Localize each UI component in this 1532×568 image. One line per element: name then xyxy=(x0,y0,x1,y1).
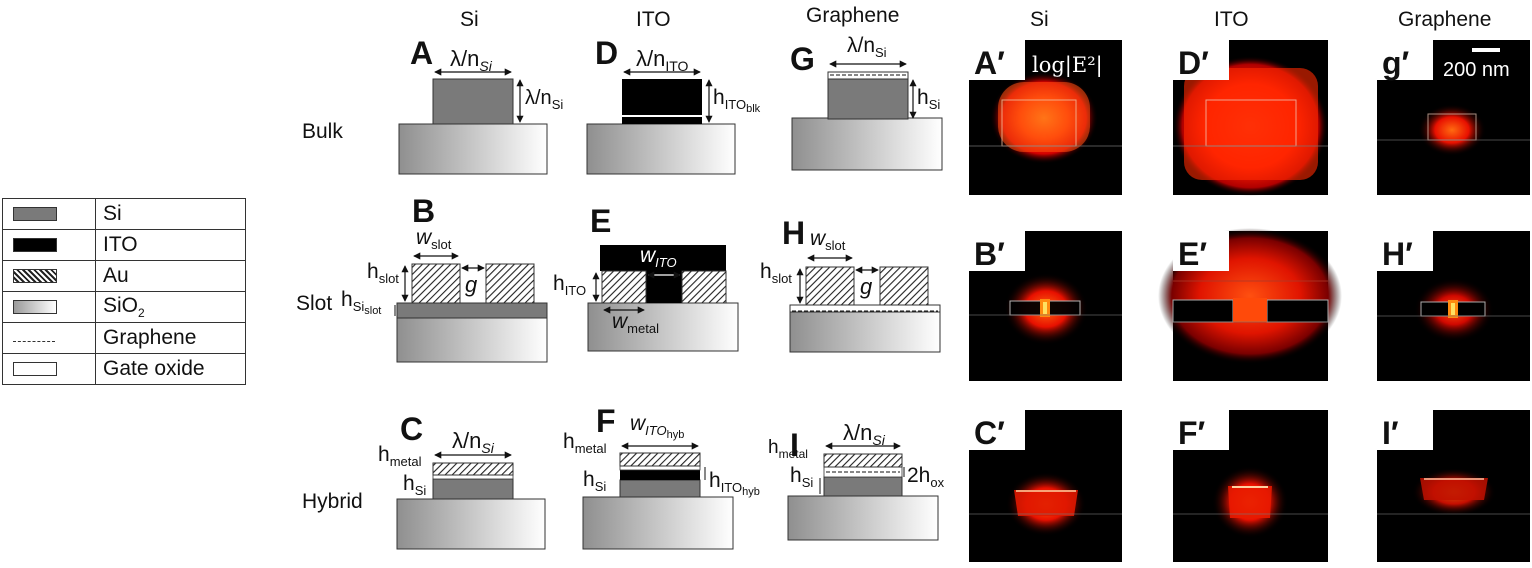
panel-a-bulk-si: A λ/nSi λ/nSi xyxy=(398,35,563,175)
column-header-ito: ITO xyxy=(636,8,671,31)
field-map-g-prime: g′ 200 nm xyxy=(1377,40,1530,195)
legend-row-sio2: SiO2 xyxy=(2,291,246,323)
field-map-i-prime: I′ xyxy=(1377,410,1530,562)
row-header-bulk: Bulk xyxy=(302,120,343,143)
substrate xyxy=(398,123,548,175)
row-header-hybrid: Hybrid xyxy=(302,490,363,513)
svg-text:wslot: wslot xyxy=(810,227,846,253)
svg-text:wslot: wslot xyxy=(416,226,452,252)
field-map-f-prime: F′ xyxy=(1173,410,1328,562)
svg-text:λ/nSi: λ/nSi xyxy=(847,34,887,60)
panel-letter-d: D xyxy=(595,35,618,71)
ito-swatch xyxy=(13,238,57,252)
field-column-header-si: Si xyxy=(1030,8,1049,31)
panel-g-bulk-graphene: G λ/nSi hSi xyxy=(790,34,943,171)
field-map-a-prime: A′ log|E²| xyxy=(969,40,1122,195)
field-letter-i-prime: I′ xyxy=(1382,415,1399,451)
log-e-squared-label: log|E²| xyxy=(1032,53,1103,78)
field-map-c-prime: C′ xyxy=(969,410,1122,562)
column-header-si: Si xyxy=(460,8,479,31)
legend-label-graphene: Graphene xyxy=(95,322,246,354)
panel-letter-i: I xyxy=(790,427,799,463)
panel-d-bulk-ito: D λ/nITO hITOblk xyxy=(586,35,761,175)
legend-label-ito: ITO xyxy=(95,229,246,261)
panel-i-hybrid-graphene: I λ/nSi hmetal hSi 2hox xyxy=(768,420,945,541)
field-letter-d-prime: D′ xyxy=(1178,45,1209,81)
si-swatch xyxy=(13,207,57,221)
field-map-d-prime: D′ xyxy=(1173,40,1328,196)
panel-letter-a: A xyxy=(410,35,433,71)
field-map-h-prime: H′ xyxy=(1377,231,1530,381)
si-core xyxy=(432,78,514,125)
svg-text:wITOhyb: wITOhyb xyxy=(630,412,684,441)
svg-text:hITO: hITO xyxy=(553,272,586,298)
field-letter-b-prime: B′ xyxy=(974,236,1005,272)
svg-text:hSi: hSi xyxy=(917,86,940,112)
panel-letter-f: F xyxy=(596,403,616,439)
panel-c-hybrid-si: C λ/nSi hmetal hSi xyxy=(378,411,546,550)
svg-text:hITOhyb: hITOhyb xyxy=(709,469,760,498)
panel-h-slot-graphene: H wslot g hslot xyxy=(760,215,941,353)
scale-bar-label: 200 nm xyxy=(1443,59,1510,81)
gate-oxide-swatch xyxy=(13,362,57,376)
svg-text:wITO: wITO xyxy=(640,244,677,270)
material-legend: Si ITO Au SiO2 Graphene Gate oxide xyxy=(2,198,246,385)
svg-text:hmetal: hmetal xyxy=(563,430,607,456)
svg-text:2hox: 2hox xyxy=(907,464,945,490)
sio2-swatch xyxy=(13,300,57,314)
svg-text:g: g xyxy=(860,274,873,299)
field-map-b-prime: B′ xyxy=(969,231,1122,381)
svg-text:hSi: hSi xyxy=(790,464,813,490)
legend-label-au: Au xyxy=(95,260,246,292)
legend-row-si: Si xyxy=(2,198,246,230)
panel-letter-g: G xyxy=(790,41,815,77)
field-letter-c-prime: C′ xyxy=(974,415,1005,451)
panel-letter-c: C xyxy=(400,411,423,447)
svg-text:hITOblk: hITOblk xyxy=(713,86,761,115)
svg-text:λ/nSi: λ/nSi xyxy=(525,87,563,112)
panel-letter-b: B xyxy=(412,193,435,229)
svg-text:λ/nSi: λ/nSi xyxy=(843,420,886,448)
svg-text:hSislot: hSislot xyxy=(341,288,381,317)
legend-row-graphene: Graphene xyxy=(2,322,246,354)
svg-text:λ/nITO: λ/nITO xyxy=(636,46,689,74)
row-header-slot: Slot xyxy=(296,292,333,315)
graphene-swatch xyxy=(13,340,55,342)
panel-letter-e: E xyxy=(590,203,611,239)
svg-text:λ/nSi: λ/nSi xyxy=(450,46,493,74)
field-map-e-prime: E′ xyxy=(1158,228,1342,381)
panel-f-hybrid-ito: F wITOhyb hmetal hSi hITOhyb xyxy=(563,403,760,550)
field-column-header-graphene: Graphene xyxy=(1398,8,1492,31)
field-letter-g-prime: g′ xyxy=(1382,45,1410,81)
panel-b-slot-si: B wslot g hslot hSislot xyxy=(341,193,548,363)
svg-text:hSi: hSi xyxy=(403,472,426,498)
field-column-header-ito: ITO xyxy=(1214,8,1249,31)
svg-text:hslot: hslot xyxy=(367,260,399,286)
svg-text:wmetal: wmetal xyxy=(612,310,659,336)
svg-text:g: g xyxy=(465,272,478,297)
field-letter-e-prime: E′ xyxy=(1178,236,1207,272)
panel-letter-h: H xyxy=(782,215,805,251)
panel-e-slot-ito: E wITO hITO wmetal xyxy=(553,203,739,352)
svg-text:hSi: hSi xyxy=(583,468,606,494)
legend-row-au: Au xyxy=(2,260,246,292)
field-letter-a-prime: A′ xyxy=(974,45,1005,81)
svg-text:hslot: hslot xyxy=(760,260,792,286)
svg-text:λ/nSi: λ/nSi xyxy=(452,428,495,456)
field-letter-f-prime: F′ xyxy=(1178,415,1206,451)
au-swatch xyxy=(13,269,57,283)
legend-row-gate-oxide: Gate oxide xyxy=(2,353,246,385)
svg-text:hmetal: hmetal xyxy=(768,437,808,461)
field-letter-h-prime: H′ xyxy=(1382,236,1413,272)
svg-text:hmetal: hmetal xyxy=(378,443,422,469)
legend-row-ito: ITO xyxy=(2,229,246,261)
legend-label-gate-oxide: Gate oxide xyxy=(95,353,246,385)
column-header-graphene: Graphene xyxy=(806,4,900,27)
